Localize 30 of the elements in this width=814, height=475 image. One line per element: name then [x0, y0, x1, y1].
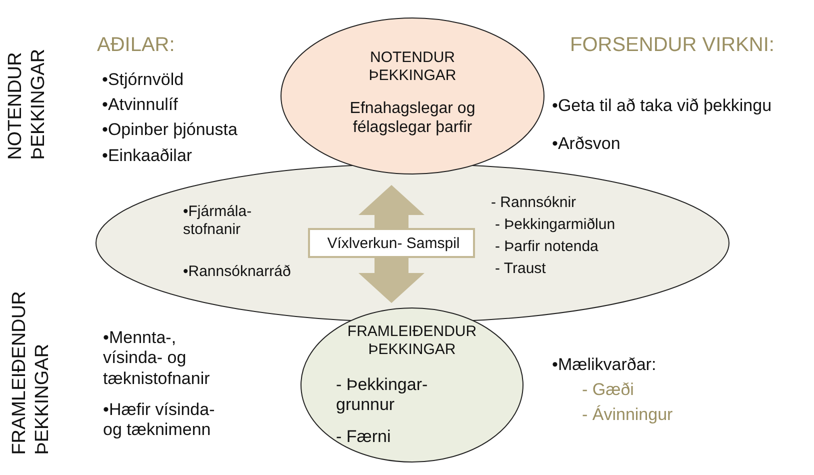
list-item: •Hæfir vísinda- og tæknimenn [103, 400, 216, 441]
list-item: •Mælikvarðar: [552, 355, 658, 376]
node-text: •Fjármála- stofnanir [183, 203, 253, 239]
node-text: - Þekkingarmiðlun [495, 216, 616, 234]
side-heading: FRAMLEIÐENDUR ÞEKKINGAR [9, 290, 54, 455]
list-item: •Geta til að taka við þekkingu [552, 96, 773, 116]
heading: AÐILAR: [97, 33, 176, 57]
node-text: - Færni [336, 427, 392, 448]
node-text: •Rannsóknarráð [183, 263, 292, 281]
list-item: •Opinber þjónusta [102, 120, 238, 140]
heading: - Ávinningur [582, 405, 674, 426]
side-heading: NOTENDUR ÞEKKINGAR [5, 48, 50, 160]
node-text: - Þarfir notenda [495, 238, 600, 256]
node-text: Efnahagslegar og félagslegar þarfir [348, 99, 476, 138]
block-arrow [358, 258, 424, 303]
node-text: - Rannsóknir [491, 194, 578, 212]
list-item: •Mennta-, vísinda- og tæknistofnanir [103, 328, 211, 390]
node-heading: NOTENDUR ÞEKKINGAR [368, 49, 458, 85]
node-text: Víxlverkun- Samspil [326, 235, 461, 253]
node-text: - Þekkingar- grunnur [336, 375, 429, 416]
heading: - Gæði [582, 380, 635, 400]
node-text: - Traust [495, 260, 547, 278]
list-item: •Atvinnulíf [102, 95, 179, 116]
list-item: •Arðsvon [552, 134, 622, 154]
label-box [308, 228, 475, 258]
heading: FORSENDUR VIRKNI: [570, 33, 776, 57]
list-item: •Stjórnvöld [102, 70, 185, 90]
block-arrow [358, 185, 424, 228]
node-heading: FRAMLEIÐENDUR ÞEKKINGAR [346, 323, 478, 359]
list-item: •Einkaaðilar [102, 146, 194, 166]
